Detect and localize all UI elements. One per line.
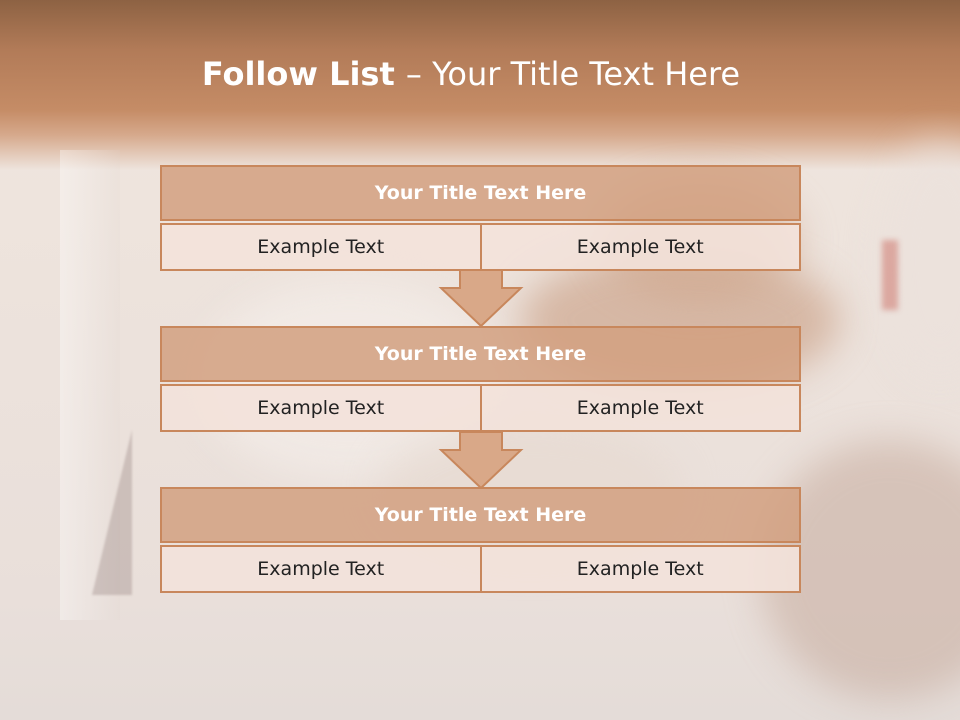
block-cell-right[interactable]: Example Text [479, 384, 801, 432]
block-cell-left[interactable]: Example Text [160, 223, 482, 271]
block-cell-left[interactable]: Example Text [160, 384, 482, 432]
background-red-mark [882, 240, 898, 310]
slide-title: Follow List – Your Title Text Here [0, 55, 942, 93]
list-block: Your Title Text Here Example Text Exampl… [160, 326, 801, 432]
block-row: Example Text Example Text [160, 545, 801, 593]
block-cell-left[interactable]: Example Text [160, 545, 482, 593]
list-block: Your Title Text Here Example Text Exampl… [160, 165, 801, 271]
down-arrow-icon [438, 269, 524, 328]
block-heading[interactable]: Your Title Text Here [160, 165, 801, 221]
slide-title-rest: – Your Title Text Here [405, 55, 741, 93]
block-heading[interactable]: Your Title Text Here [160, 326, 801, 382]
block-heading[interactable]: Your Title Text Here [160, 487, 801, 543]
slide-title-bold: Follow List [201, 55, 406, 93]
block-row: Example Text Example Text [160, 223, 801, 271]
down-arrow-icon [438, 431, 524, 490]
list-block: Your Title Text Here Example Text Exampl… [160, 487, 801, 593]
block-row: Example Text Example Text [160, 384, 801, 432]
block-cell-right[interactable]: Example Text [479, 545, 801, 593]
block-cell-right[interactable]: Example Text [479, 223, 801, 271]
header-band [0, 0, 960, 170]
background-knife [92, 430, 132, 595]
background-wall [60, 150, 120, 620]
